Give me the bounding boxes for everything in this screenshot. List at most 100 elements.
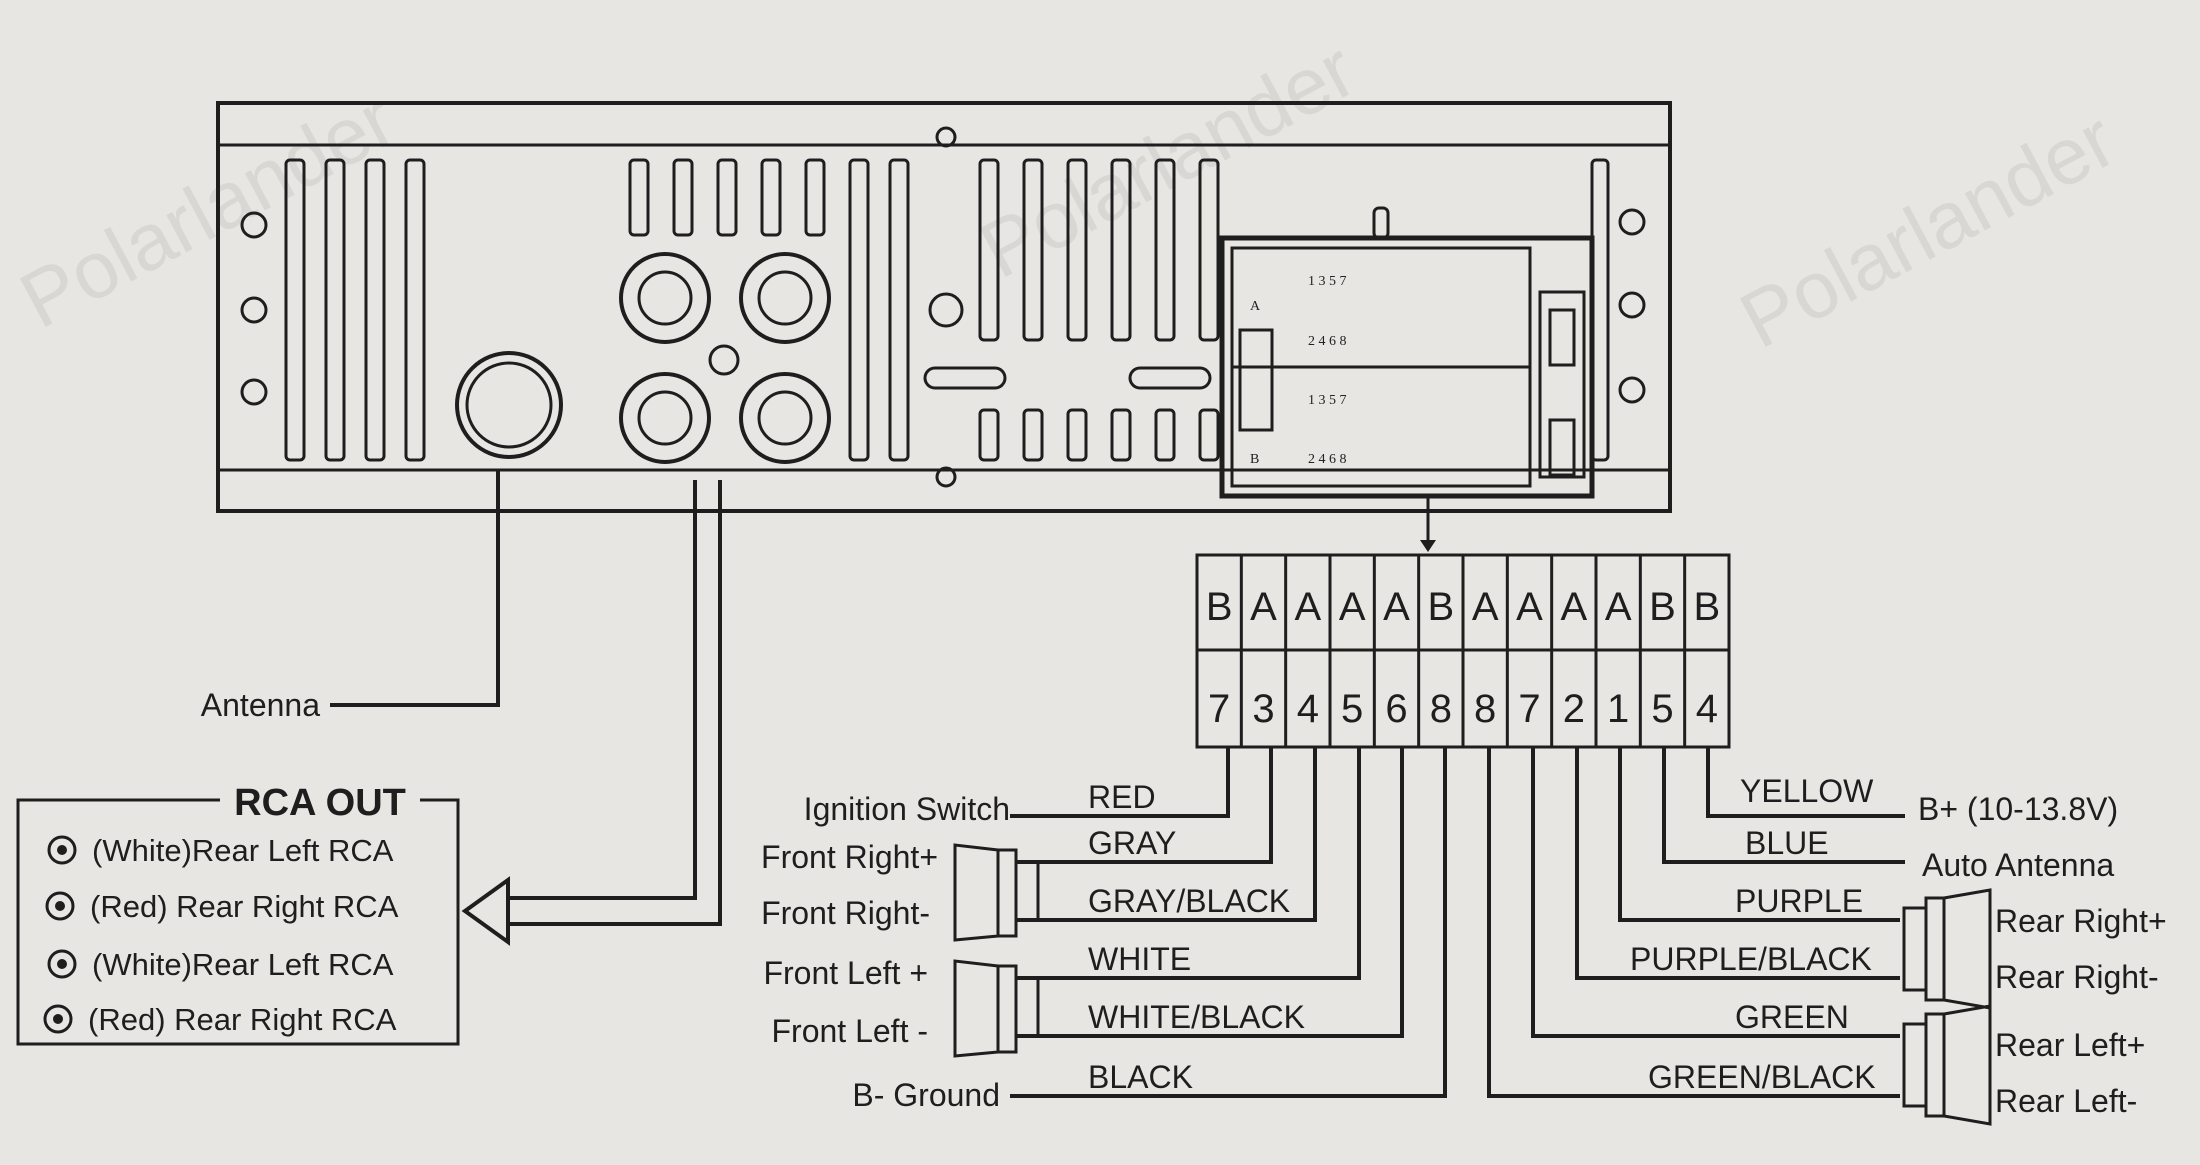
radio-inner-frame — [216, 143, 1672, 472]
pin-letter: A — [1560, 585, 1587, 629]
left-wire-color: GRAY — [1088, 825, 1176, 861]
pin-letter: A — [1250, 585, 1277, 629]
rca-cable — [461, 480, 722, 946]
rca-jacks — [619, 252, 831, 464]
speaker-front-right-icon — [953, 843, 1040, 942]
radio-rear-panel: A B 1 3 5 7 2 4 6 8 1 3 5 7 2 4 6 8 — [216, 101, 1672, 513]
pin-number: 1 — [1607, 687, 1629, 731]
right-wire-function: Rear Right- — [1995, 959, 2159, 995]
pin-letter: A — [1383, 585, 1410, 629]
mount-hole — [1618, 208, 1646, 236]
right-wire-color: BLUE — [1745, 825, 1829, 861]
rca-out-box: RCA OUT (White)Rear Left RCA (Red) Rear … — [16, 782, 460, 1046]
right-wire-function: Rear Left+ — [1995, 1027, 2145, 1063]
pin-table: B 7 A 3 A 4 A 5 A 6 B 8 A 8 A 7 A 2 A 1 B 5 B 4 — [1195, 553, 1731, 749]
right-wire-color: PURPLE — [1735, 883, 1863, 919]
mount-hole — [240, 378, 268, 406]
watermark-3: Polarlander — [1726, 94, 2129, 365]
pin-number: 7 — [1208, 687, 1230, 731]
svg-text:(White)Rear Left RCA: (White)Rear Left RCA — [92, 833, 394, 868]
left-wire-color: GRAY/BLACK — [1088, 883, 1290, 919]
left-wire-function: Front Right- — [761, 895, 930, 931]
mount-hole — [935, 466, 957, 488]
pin-letter: A — [1516, 585, 1543, 629]
left-wire-function: Front Left + — [763, 955, 928, 991]
connector-label-b: B — [1250, 452, 1259, 467]
pin-number: 3 — [1252, 687, 1274, 731]
pin-number: 6 — [1385, 687, 1407, 731]
watermark-1: Polarlander — [6, 74, 409, 345]
speaker-rear-left-icon — [1902, 1004, 1992, 1126]
left-wire-function: B- Ground — [852, 1077, 1000, 1113]
rca-item-1: (White)Rear Left RCA — [47, 833, 394, 868]
left-wire-color: WHITE/BLACK — [1088, 999, 1305, 1035]
left-wire-color: RED — [1088, 779, 1156, 815]
wires — [1010, 747, 1905, 1098]
pin-letter: B — [1693, 585, 1720, 629]
right-wire-function: Rear Left- — [1995, 1083, 2137, 1119]
rca-item-3: (White)Rear Left RCA — [47, 947, 394, 982]
pin-number: 8 — [1474, 687, 1496, 731]
connector-grid-row4: 2 4 6 8 — [1308, 452, 1347, 467]
right-wire-color: GREEN — [1735, 999, 1849, 1035]
pin-letter: A — [1605, 585, 1632, 629]
pin-number: 7 — [1518, 687, 1540, 731]
mount-hole — [1618, 376, 1646, 404]
right-wire-function: Auto Antenna — [1922, 847, 2114, 883]
pin-number: 2 — [1563, 687, 1585, 731]
mount-hole — [935, 126, 957, 148]
right-wire-function: B+ (10-13.8V) — [1918, 791, 2118, 827]
right-wire-color: GREEN/BLACK — [1648, 1059, 1876, 1095]
mount-hole — [1618, 291, 1646, 319]
pin-letter: B — [1206, 585, 1233, 629]
svg-text:(Red) Rear Right RCA: (Red) Rear Right RCA — [88, 1002, 397, 1037]
radio-outer-frame — [216, 101, 1672, 513]
rca-out-title: RCA OUT — [234, 782, 406, 824]
pin-number: 4 — [1696, 687, 1718, 731]
pin-letter: A — [1294, 585, 1321, 629]
right-vent — [1590, 158, 1610, 462]
svg-text:(White)Rear Left RCA: (White)Rear Left RCA — [92, 947, 394, 982]
connector-arrowhead — [1420, 540, 1436, 552]
iso-connector: A B 1 3 5 7 2 4 6 8 1 3 5 7 2 4 6 8 — [1219, 206, 1595, 499]
pin-number: 5 — [1651, 687, 1673, 731]
left-wire-function: Front Right+ — [761, 839, 938, 875]
speaker-rear-right-icon — [1902, 888, 1992, 1010]
middle-long-vents — [848, 158, 910, 462]
left-wire-function: Ignition Switch — [804, 791, 1010, 827]
connector-grid-row3: 1 3 5 7 — [1308, 393, 1347, 408]
speaker-front-left-icon — [953, 959, 1040, 1058]
rca-item-2: (Red) Rear Right RCA — [45, 889, 399, 924]
antenna-wire — [330, 470, 500, 707]
left-vents — [284, 158, 426, 462]
right-wire-labels: YELLOW B+ (10-13.8V) BLUE Auto AntennaPURPL… — [1630, 773, 2167, 1119]
pin-letter: B — [1427, 585, 1454, 629]
pin-letter: A — [1472, 585, 1499, 629]
mount-hole — [928, 292, 964, 328]
pin-number: 5 — [1341, 687, 1363, 731]
right-wire-color: YELLOW — [1740, 773, 1874, 809]
mount-hole — [240, 296, 268, 324]
middle-top-vents — [628, 158, 826, 237]
pin-letter: A — [1339, 585, 1366, 629]
pin-letter: B — [1649, 585, 1676, 629]
right-wire-function: Rear Right+ — [1995, 903, 2167, 939]
left-wire-function: Front Left - — [772, 1013, 929, 1049]
center-right-vents — [923, 158, 1220, 462]
right-wire-color: PURPLE/BLACK — [1630, 941, 1872, 977]
left-wire-color: BLACK — [1088, 1059, 1193, 1095]
antenna-socket — [455, 351, 563, 459]
connector-label-a: A — [1250, 299, 1261, 314]
left-wire-color: WHITE — [1088, 941, 1191, 977]
mount-hole — [240, 211, 268, 239]
rca-item-4: (Red) Rear Right RCA — [43, 1002, 397, 1037]
antenna-label: Antenna — [201, 687, 320, 723]
connector-grid-row2: 2 4 6 8 — [1308, 334, 1347, 349]
pin-number: 8 — [1430, 687, 1452, 731]
svg-text:(Red) Rear Right RCA: (Red) Rear Right RCA — [90, 889, 399, 924]
pin-number: 4 — [1297, 687, 1319, 731]
connector-grid-row1: 1 3 5 7 — [1308, 274, 1347, 289]
